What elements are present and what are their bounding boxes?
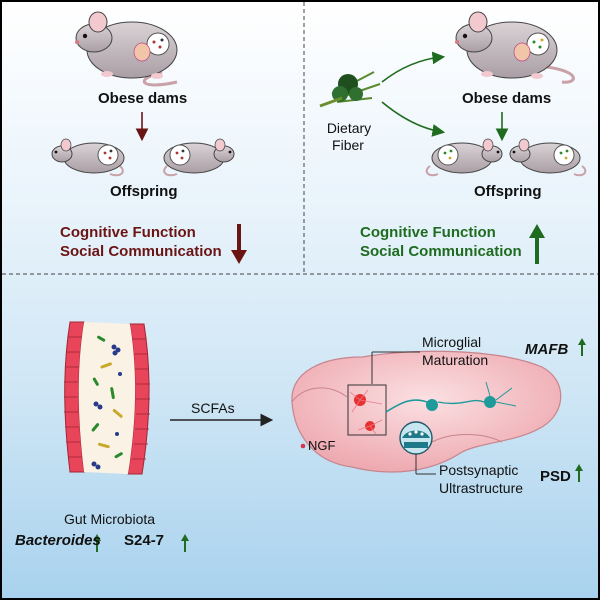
offspring-mouse-right-1 [425, 138, 503, 177]
left-outcome-line2: Social Communication [60, 243, 222, 260]
fiber-label-line2: Fiber [332, 137, 364, 153]
psd-abbrev-label: PSD [540, 468, 571, 485]
down-arrow-left [231, 224, 247, 264]
microglia-label-line2: Maturation [422, 352, 489, 368]
left-dams-label: Obese dams [98, 90, 188, 107]
fiber-label-line1: Dietary [326, 120, 372, 136]
up-arrow-right [529, 224, 545, 264]
psd-label-line2: Ultrastructure [439, 480, 524, 496]
synapse-inset [399, 421, 433, 455]
obese-dam-mouse-left [75, 11, 178, 87]
right-dams-label: Obese dams [462, 90, 552, 107]
psd-label-line1: Postsynaptic [439, 462, 519, 478]
offspring-mouse-right-2 [509, 138, 587, 177]
gut-microbiota-label: Gut Microbiota [64, 511, 156, 527]
s24-label: S24-7 [124, 532, 165, 549]
neurons [385, 381, 517, 413]
mafb-up-arrow [578, 338, 586, 356]
arrow-fiber-to-dams [381, 51, 446, 83]
right-outcome-line1: Cognitive Function [360, 224, 496, 241]
scfa-label: SCFAs [191, 400, 235, 416]
microglia-label-line1: Microglial [422, 334, 482, 350]
bacteroides-up-arrow [93, 534, 101, 552]
gut-bacteria [91, 335, 123, 470]
gut-tube [64, 321, 150, 475]
obese-dam-mouse-right [455, 11, 575, 84]
left-offspring-label: Offspring [110, 183, 178, 200]
offspring-mouse-left-2 [163, 138, 235, 177]
left-outcome-line1: Cognitive Function [60, 224, 196, 241]
bacteroides-label: Bacteroides [15, 532, 101, 549]
microglia-inset-box [347, 384, 387, 436]
arrow-fiber-to-offspring [381, 101, 446, 137]
right-outcome-line2: Social Communication [360, 243, 522, 260]
right-offspring-label: Offspring [474, 183, 542, 200]
microglia-cells [349, 389, 383, 435]
mouse-brain [291, 350, 562, 473]
ngf-label: NGF [308, 438, 336, 453]
ngf-dot [300, 443, 306, 449]
dietary-fiber-plant [319, 71, 381, 108]
s24-up-arrow [181, 534, 189, 552]
offspring-mouse-left-1 [51, 138, 125, 177]
mafb-label: MAFB [525, 341, 569, 358]
psd-up-arrow [575, 464, 583, 482]
